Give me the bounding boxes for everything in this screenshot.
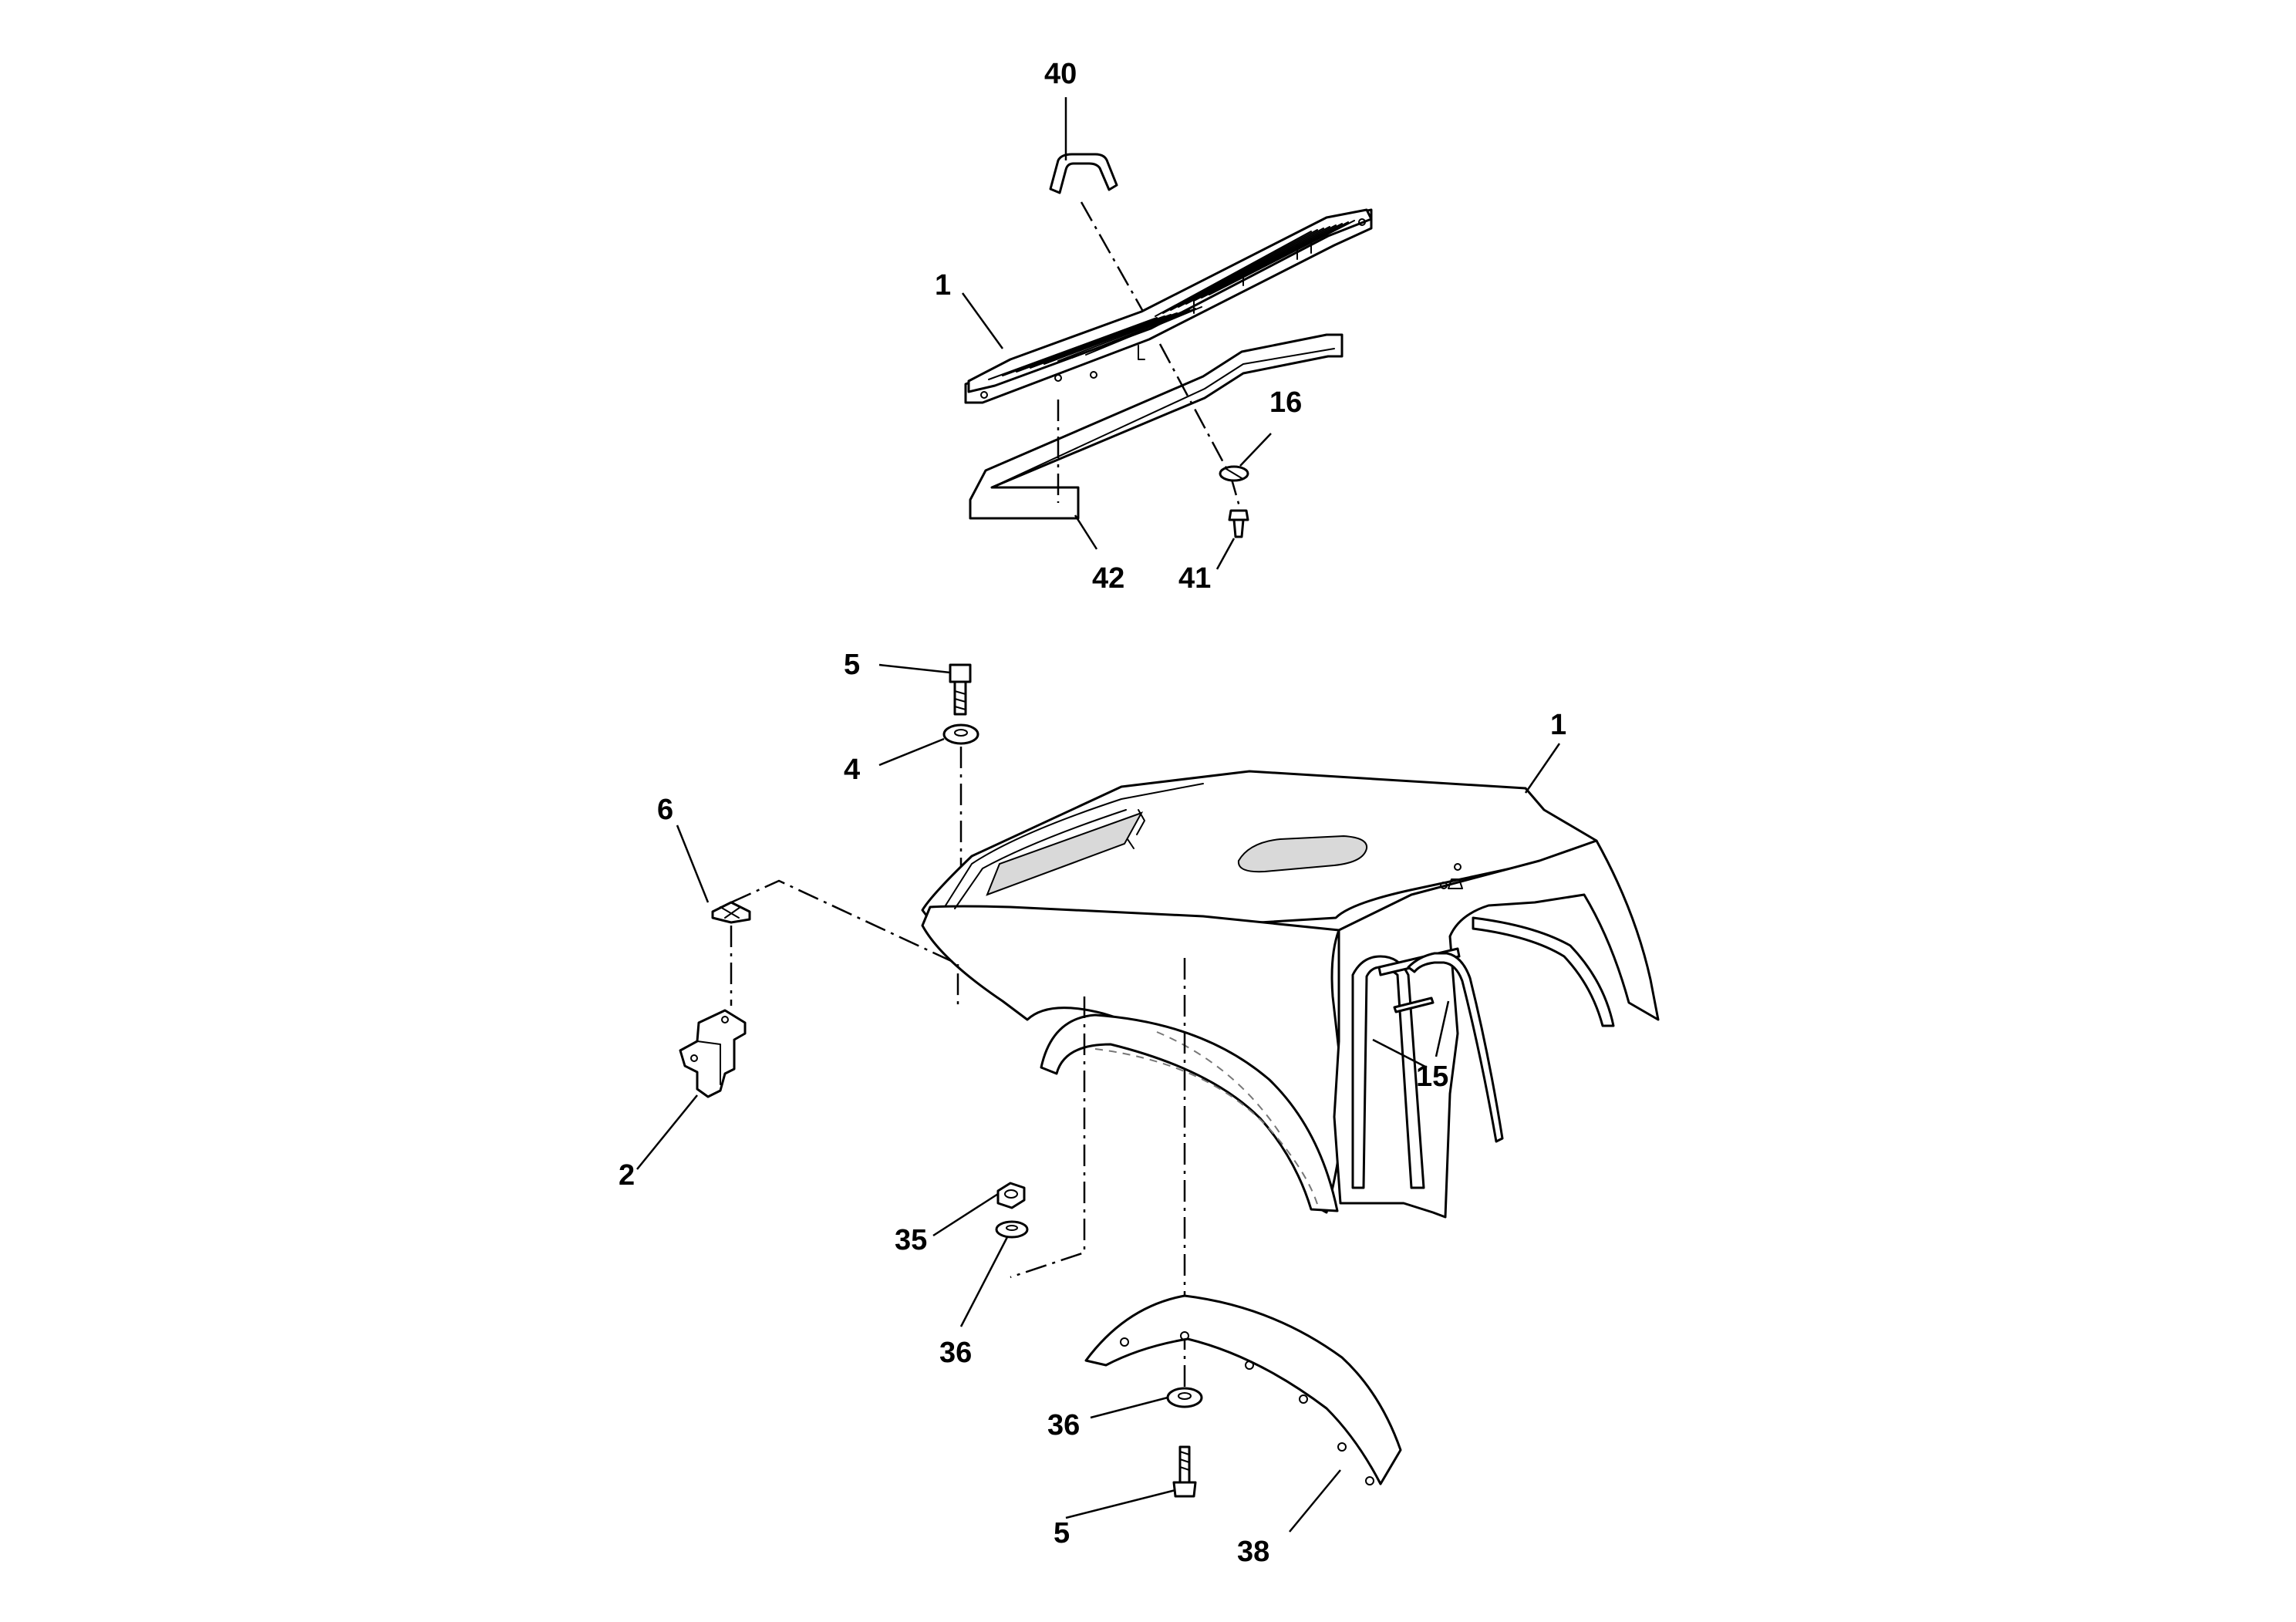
callout-16: 16 xyxy=(1269,386,1302,419)
callout-6: 6 xyxy=(657,794,673,826)
leader-1-main xyxy=(1524,743,1561,794)
clip-part-16 xyxy=(1219,465,1249,482)
leader-1-top xyxy=(961,292,1004,349)
callout-41: 41 xyxy=(1178,562,1211,595)
seal-strip-part-15 xyxy=(1377,947,1504,1143)
leader-42 xyxy=(1074,514,1098,550)
leader-36-left xyxy=(959,1236,1009,1327)
fender-vertical-line xyxy=(1010,996,1086,1279)
leader-4 xyxy=(878,737,945,767)
leader-5-bottom xyxy=(1065,1489,1176,1519)
callout-5-bottom: 5 xyxy=(1054,1517,1070,1549)
callout-40: 40 xyxy=(1044,58,1077,90)
bolt-part-5-top xyxy=(949,663,972,716)
washer-part-36-left xyxy=(995,1220,1029,1239)
callout-4: 4 xyxy=(844,754,860,786)
leader-6 xyxy=(676,824,710,903)
screw-part-41 xyxy=(1228,509,1249,538)
leader-15-b xyxy=(1435,1000,1450,1057)
washer-part-36-bottom xyxy=(1166,1387,1203,1408)
washer-part-4 xyxy=(942,723,979,745)
callout-36-left: 36 xyxy=(939,1337,972,1369)
bracket-to-fender-line xyxy=(730,879,959,1006)
leader-5-top xyxy=(878,663,951,674)
grille-mount-tabs xyxy=(980,218,1366,399)
handle-part-40 xyxy=(1049,153,1118,194)
seal-strip-part-42 xyxy=(969,333,1344,520)
leader-35 xyxy=(932,1192,999,1237)
callout-35: 35 xyxy=(895,1224,927,1256)
callout-2: 2 xyxy=(619,1159,635,1192)
leader-16 xyxy=(1239,433,1272,467)
mudflap-part-38 xyxy=(1084,1294,1402,1485)
callout-36-bottom: 36 xyxy=(1047,1409,1080,1442)
leader-36-bottom xyxy=(1090,1396,1168,1419)
grille-panel-part-1 xyxy=(964,208,1373,404)
bracket-part-6 xyxy=(711,901,751,924)
callout-1-main: 1 xyxy=(1550,709,1566,741)
leader-15-a xyxy=(1372,1038,1428,1069)
callout-42: 42 xyxy=(1092,562,1124,595)
leader-41 xyxy=(1215,538,1236,570)
bolt-part-5-bottom xyxy=(1172,1445,1197,1498)
callout-15: 15 xyxy=(1416,1061,1448,1093)
leader-2 xyxy=(636,1094,698,1170)
callout-1-top: 1 xyxy=(935,269,951,302)
fender-part-1 xyxy=(921,770,1660,1219)
callout-5-top: 5 xyxy=(844,649,860,681)
leader-38 xyxy=(1289,1469,1341,1533)
grille-slats xyxy=(988,220,1355,380)
nut-part-35 xyxy=(996,1182,1026,1209)
callout-38: 38 xyxy=(1237,1536,1269,1568)
bracket-part-2 xyxy=(679,1009,747,1098)
